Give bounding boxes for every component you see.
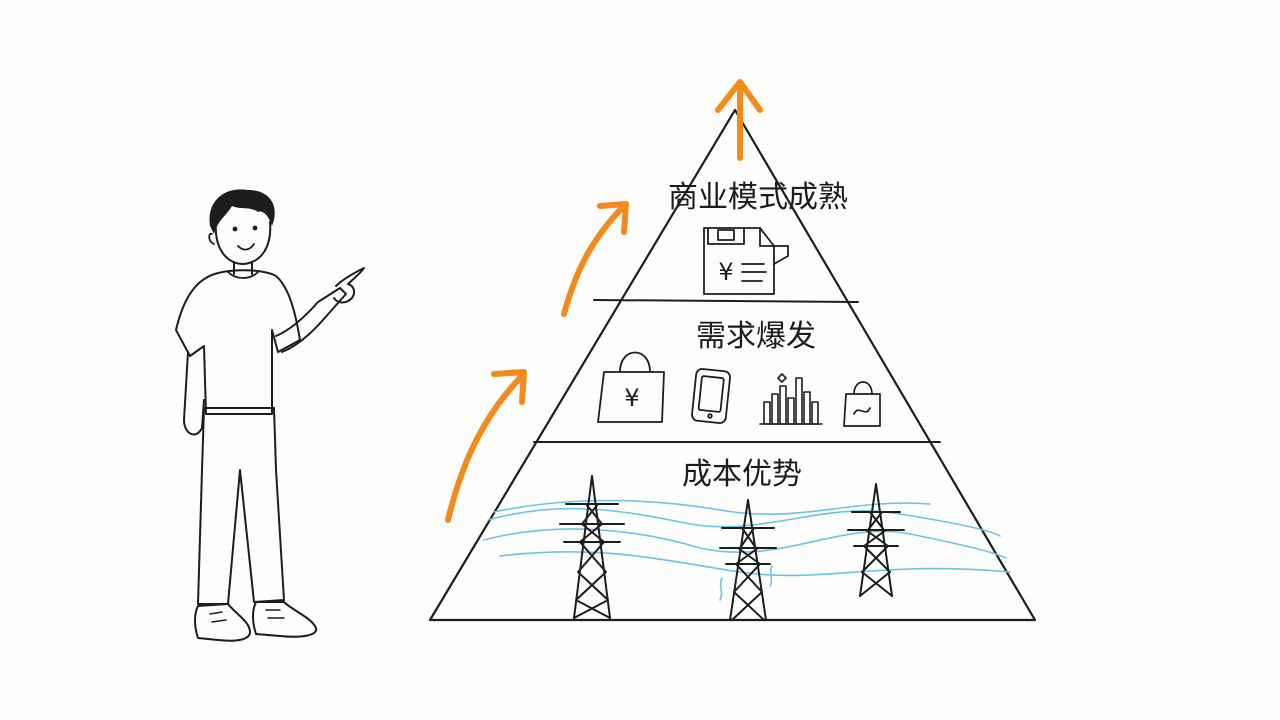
laces-right — [265, 609, 285, 619]
collar — [227, 271, 259, 279]
yen-symbol: ¥ — [624, 384, 639, 412]
shopping-bag-icon: ¥ — [597, 351, 665, 423]
growth-arrows — [445, 79, 763, 523]
hair — [209, 189, 275, 234]
shoe-left — [194, 603, 251, 642]
t-shirt — [175, 269, 301, 415]
laces-left — [209, 611, 227, 623]
bar-chart-icon — [759, 373, 823, 425]
arrow-lower-head — [491, 369, 527, 405]
eye-left — [232, 226, 238, 232]
smile — [237, 243, 255, 251]
face — [214, 221, 272, 265]
transmission-tower-left — [559, 475, 625, 619]
small-shopping-bag-icon — [843, 381, 881, 427]
arm-right — [275, 287, 347, 353]
arm-left — [183, 351, 205, 436]
power-wires — [483, 499, 1011, 601]
level-label-middle: 需求爆发 — [696, 319, 816, 354]
ear — [208, 232, 215, 245]
neck — [233, 261, 253, 275]
arrow-lower — [445, 375, 523, 523]
transmission-tower-middle — [719, 499, 777, 621]
contract-document-icon: ¥ — [703, 227, 789, 295]
pointing-hand — [333, 267, 365, 304]
yen-symbol: ¥ — [718, 258, 733, 286]
arrow-top-head — [715, 79, 763, 113]
eye-right — [252, 225, 258, 231]
smartphone-icon — [691, 368, 731, 424]
transmission-tower-right — [847, 483, 905, 597]
arrow-middle — [561, 207, 623, 317]
level-label-bottom: 成本优势 — [682, 457, 802, 492]
level-label-top: 商业模式成熟 — [668, 180, 848, 215]
shoe-right — [252, 601, 318, 638]
presenter-figure — [175, 189, 365, 642]
pyramid-divider-top — [593, 299, 859, 303]
pants — [197, 407, 285, 605]
arrow-middle-head — [597, 201, 629, 235]
